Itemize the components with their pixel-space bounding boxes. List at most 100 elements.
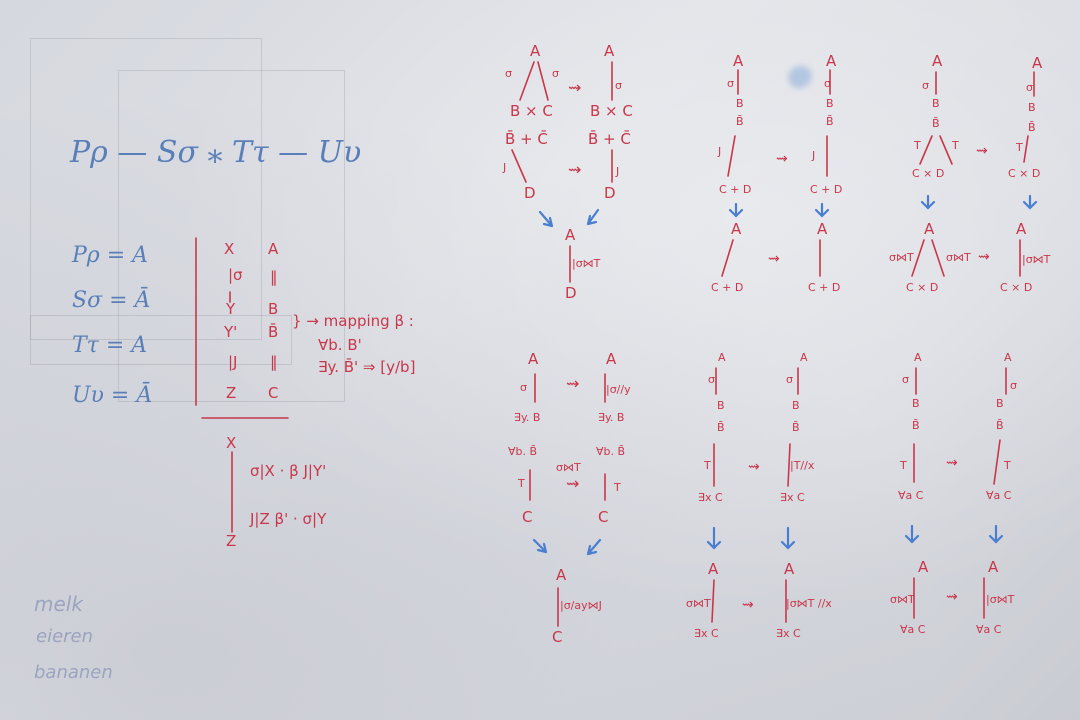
d2-J-left: J: [718, 145, 722, 158]
d3-B-left: B: [932, 97, 940, 110]
d6-Bbar-left: B̄: [912, 419, 920, 432]
d5-sigT-x: |σ⋈T //x: [786, 597, 832, 610]
table-right-3: B̄: [268, 323, 279, 341]
d1-BxC-left: B × C: [510, 102, 553, 120]
d5-Bbar-left: B̄: [717, 421, 725, 434]
d2-Bbar-left: B̄: [736, 115, 744, 128]
d1-A-right: A: [604, 42, 615, 60]
d2-A-left: A: [733, 52, 744, 70]
d1-sigma-l: σ: [505, 67, 512, 80]
d5-exC-left: ∃x C: [698, 491, 723, 504]
d1-J-left: J: [503, 161, 507, 174]
erased-rectangle: [30, 38, 262, 340]
erased-rectangle: [118, 70, 345, 402]
d5-A-left-2: A: [708, 560, 719, 578]
def-u: Uυ = Ā: [72, 383, 153, 408]
d5-exC-right: ∃x C: [780, 491, 805, 504]
d5-T-x: |T//x: [790, 459, 815, 472]
def-p: Pρ = A: [72, 243, 149, 268]
d2-A-right-2: A: [817, 220, 828, 238]
d4-squiggle-2: ⇝: [566, 474, 580, 493]
d6-allC-left-2: ∀a C: [900, 623, 926, 636]
d5-T-left: T: [704, 459, 711, 472]
d2-A-left-2: A: [731, 220, 742, 238]
d6-allC-left: ∀a C: [898, 489, 924, 502]
table-left-1: |σ: [228, 266, 243, 284]
d6-B-right: B: [996, 397, 1004, 410]
table-left-0: X: [224, 240, 235, 258]
d2-CplusD-right-2: C + D: [808, 281, 841, 294]
d4-A-right: A: [606, 350, 617, 368]
d2-A-right: A: [826, 52, 837, 70]
d5-sigma-left: σ: [708, 373, 715, 386]
d1-D-left: D: [524, 184, 536, 202]
d3-T-right: T: [1016, 141, 1023, 154]
def-s: Sσ = Ā: [72, 288, 151, 313]
d1-A-left: A: [530, 42, 541, 60]
d2-CplusD-left-2: C + D: [711, 281, 744, 294]
d3-B-right: B: [1028, 101, 1036, 114]
d2-Bbar-right: B̄: [826, 115, 834, 128]
d4-A-left: A: [528, 350, 539, 368]
d6-squiggle-1: ⇝: [946, 455, 958, 471]
d6-sigT-left: σ⋈T: [890, 593, 915, 606]
header-formula: Pρ — Sσ ⁎ Tτ — Uυ: [70, 135, 362, 170]
d6-T-left: T: [900, 459, 907, 472]
d3-A-right: A: [1032, 54, 1043, 72]
d4-T-right: T: [614, 481, 621, 494]
lower-top: X: [226, 434, 237, 452]
lower-line-2: J|Z β' · σ|Y: [250, 510, 327, 528]
d3-sigT-left-b: σ⋈T: [946, 251, 971, 264]
d1-BxC-right: B × C: [590, 102, 633, 120]
d2-squiggle-1: ⇝: [776, 151, 788, 167]
d4-sig-y: |σ//y: [606, 383, 631, 396]
table-right-1: ‖: [270, 268, 278, 286]
d5-exC-left-2: ∃x C: [694, 627, 719, 640]
d4-sigT-mid: σ⋈T: [556, 461, 581, 474]
shopping-item-3: bananen: [34, 662, 113, 683]
d2-sigma-left: σ: [727, 77, 734, 90]
d2-B-left: B: [736, 97, 744, 110]
d3-A-right-2: A: [1016, 220, 1027, 238]
table-right-0: A: [268, 240, 279, 258]
d2-J-right: J: [812, 149, 816, 162]
d4-allB-right: ∀b. B̄: [596, 445, 626, 458]
d5-B-right: B: [792, 399, 800, 412]
mapping-line-1: } → mapping β :: [292, 312, 414, 330]
d5-A-left: A: [718, 351, 726, 364]
d4-T-left: T: [518, 477, 525, 490]
d4-sigma-left: σ: [520, 381, 527, 394]
shopping-item-1: melk: [34, 592, 83, 616]
d4-C-right: C: [598, 508, 609, 526]
d4-C-left: C: [522, 508, 533, 526]
d6-allC-right: ∀a C: [986, 489, 1012, 502]
d1-A-bottom: A: [565, 226, 576, 244]
d5-squiggle-2: ⇝: [742, 597, 754, 613]
d4-C-bottom: C: [552, 628, 563, 646]
d6-sigma-left: σ: [902, 373, 909, 386]
d6-A-left-2: A: [918, 558, 929, 576]
d2-sigma-right: σ: [824, 77, 831, 90]
d3-squiggle-1: ⇝: [976, 143, 988, 159]
d1-BplusC-left: B̄ + C̄: [505, 130, 548, 148]
table-left-4: |J: [228, 353, 238, 371]
d4-exB-right: ∃y. B: [598, 411, 625, 424]
d1-squiggle-2: ⇝: [568, 160, 582, 179]
erased-rectangle: [30, 315, 292, 365]
mapping-line-2: ∀b. B': [318, 336, 362, 354]
d1-BplusC-right: B̄ + C̄: [588, 130, 631, 148]
d3-Bbar-left: B̄: [932, 117, 940, 130]
d6-A-right-2: A: [988, 558, 999, 576]
table-right-5: C: [268, 384, 279, 402]
lower-line-1: σ|X · β J|Y': [250, 462, 327, 480]
d6-Bbar-right: B̄: [996, 419, 1004, 432]
lower-bottom: Z: [226, 532, 237, 550]
d3-T-left-2: T: [952, 139, 959, 152]
d6-A-right: A: [1004, 351, 1012, 364]
d3-A-left-2: A: [924, 220, 935, 238]
d4-allB-left: ∀b. B̄: [508, 445, 538, 458]
d3-CxD-left-2: C × D: [906, 281, 939, 294]
d6-T-right: T: [1004, 459, 1011, 472]
d5-exC-right-2: ∃x C: [776, 627, 801, 640]
